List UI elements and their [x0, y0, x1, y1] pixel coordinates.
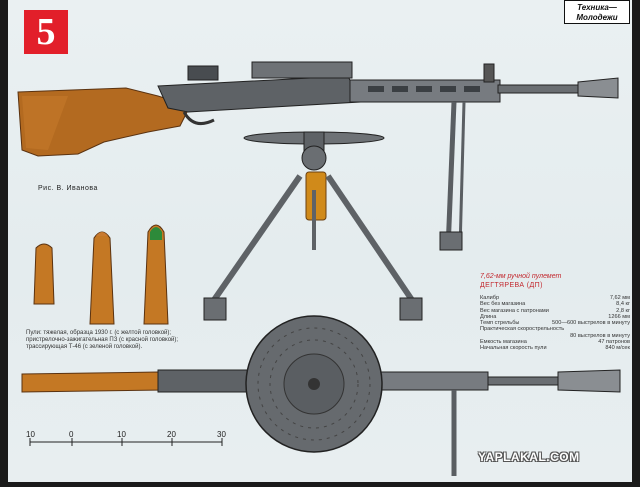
spec-value: 80 выстрелов в минуту	[570, 332, 630, 339]
magazine-logo: Техника—Молодежи	[564, 0, 630, 24]
cartridges	[33, 224, 169, 325]
spec-row: Начальная скорость пули 840 м/сек	[480, 345, 630, 351]
spec-label: Темп стрельбы	[480, 320, 520, 327]
rifle-side-view	[17, 61, 619, 251]
spec-label: Практическая скорострельность	[480, 326, 565, 333]
spec-label: Вес без магазина	[480, 301, 526, 308]
scale-label: 20	[167, 430, 176, 439]
rifle-top-view	[21, 315, 621, 476]
spec-label: Начальная скорость пули	[480, 345, 547, 352]
scale-label: 10	[117, 430, 126, 439]
scale-bar	[29, 438, 223, 446]
spec-value: 8,4 кг	[616, 301, 630, 308]
scale-label: 10	[26, 430, 35, 439]
spec-label: Калибр	[480, 295, 500, 301]
issue-number-badge: 5	[24, 10, 68, 54]
spec-table: Калибр 7,62 мм Вес без магазина 8,4 кг Вес…	[480, 295, 630, 352]
spec-row: Вес магазина с патронами 2,8 кг	[480, 308, 630, 314]
tripod-mount	[203, 131, 423, 321]
spec-value: 840 м/сек	[605, 345, 630, 352]
spec-label: Длина	[480, 313, 497, 320]
spec-row: Вес без магазина 8,4 кг	[480, 301, 630, 307]
spec-row: Емкость магазина 47 патронов	[480, 339, 630, 345]
spec-row: 80 выстрелов в минуту	[480, 333, 630, 339]
spec-value: 1266 мм	[608, 313, 630, 320]
site-watermark: YAPLAKAL.COM	[478, 450, 580, 464]
cartridge-caption: Пули: тяжелая, образца 1930 г. (с желтой…	[26, 330, 179, 350]
spec-value: 47 патронов	[598, 339, 630, 346]
illustration-credit: Рис. В. Иванова	[38, 185, 98, 192]
spec-label: Емкость магазина	[480, 339, 527, 346]
weapon-illustration	[17, 61, 621, 476]
scale-label: 30	[217, 430, 226, 439]
spec-box: 7,62-мм ручной пулемет ДЕГТЯРЕВА (ДП) Ка…	[480, 272, 630, 352]
spec-row: Длина 1266 мм	[480, 314, 630, 320]
spec-row: Практическая скорострельность	[480, 326, 630, 332]
spec-value: 500—600 выстрелов в минуту	[552, 320, 630, 327]
spec-subtitle: ДЕГТЯРЕВА (ДП)	[480, 282, 543, 289]
spec-title: 7,62-мм ручной пулемет	[480, 273, 562, 280]
spec-row: Темп стрельбы 500—600 выстрелов в минуту	[480, 320, 630, 326]
spec-label: Вес магазина с патронами	[480, 307, 549, 314]
scale-label: 0	[69, 430, 74, 439]
spec-value: 7,62 мм	[609, 295, 630, 301]
spec-value: 2,8 кг	[616, 307, 630, 314]
poster-page: 5 Техника—Молодежи Рис. В. Иванова Пули:…	[8, 0, 632, 482]
spec-row: Калибр 7,62 мм	[480, 295, 630, 301]
